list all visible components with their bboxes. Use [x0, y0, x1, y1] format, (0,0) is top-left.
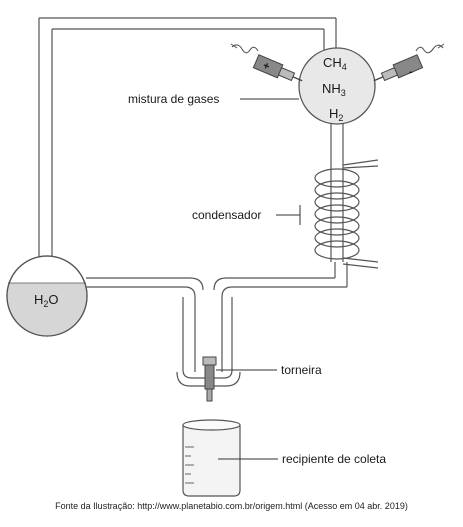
water-formula: H2O [34, 292, 59, 309]
nh3-formula: NH3 [322, 81, 346, 98]
condenser-label: condensador [192, 208, 261, 222]
valve [202, 356, 217, 402]
water-flask: H2O [6, 255, 88, 337]
positive-sign: + [261, 60, 272, 74]
mixture-label: mistura de gases [128, 92, 219, 106]
source-caption: Fonte da Ilustração: http://www.planetab… [55, 501, 408, 511]
condenser-coil [314, 159, 379, 269]
collection-beaker [182, 419, 241, 497]
ch4-formula: CH4 [323, 55, 347, 72]
negative-sign: - [409, 66, 413, 78]
glass-tubing [38, 17, 348, 387]
h2-formula: H2 [329, 106, 343, 123]
collector-label: recipiente de coleta [282, 452, 386, 466]
positive-electrode: + [230, 43, 303, 82]
leader-lines [216, 98, 301, 460]
negative-electrode: - [373, 43, 445, 82]
gas-flask: CH4 NH3 H2 [298, 47, 376, 125]
valve-label: torneira [281, 363, 322, 377]
